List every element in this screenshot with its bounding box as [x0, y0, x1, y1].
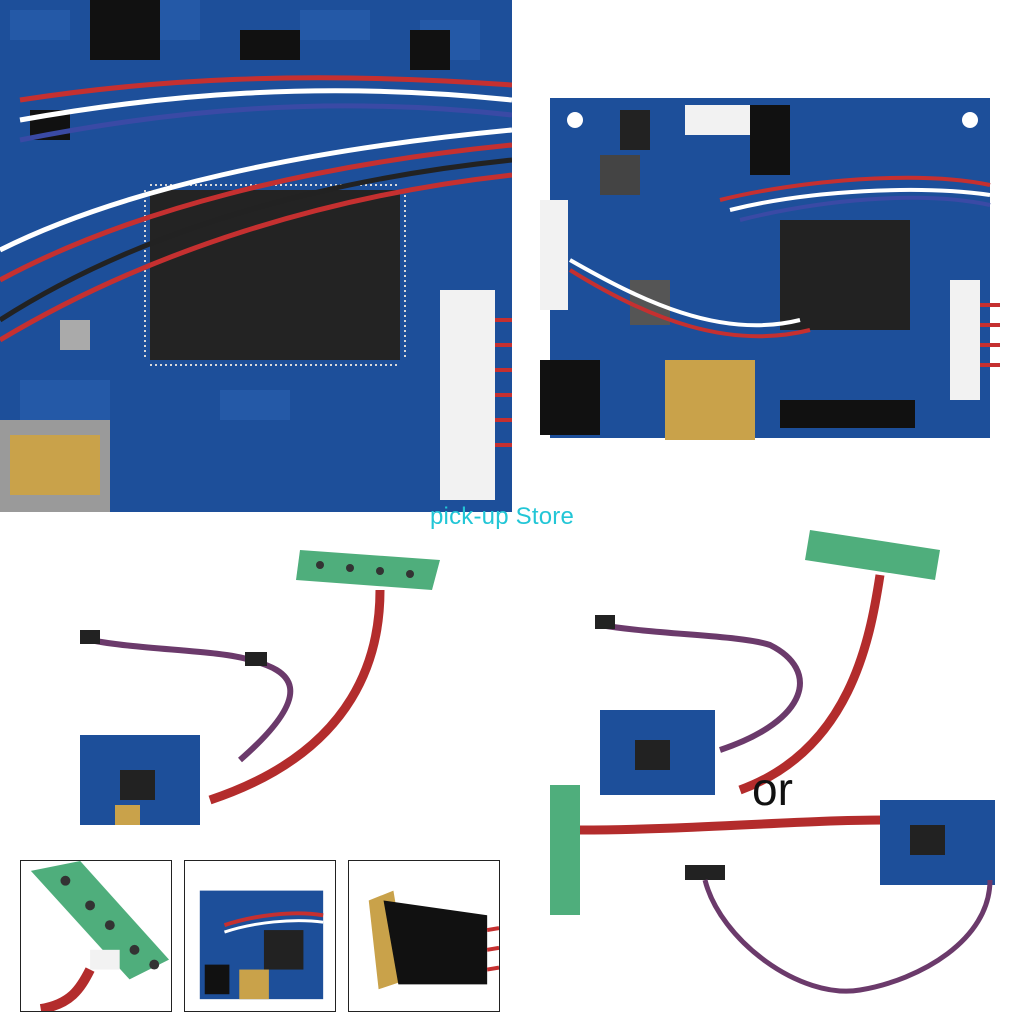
thumbnail-cable[interactable] [348, 860, 500, 1012]
kit-photo-right [540, 520, 1010, 1010]
keypad-board-icon [30, 861, 170, 1011]
controller-board-photo [540, 90, 1000, 440]
thumbnail-board[interactable] [184, 860, 336, 1012]
kit-photo-left [60, 530, 460, 840]
closeup-board-photo [0, 0, 512, 512]
lvds-cable-icon [368, 890, 499, 990]
pcb-board-icon [199, 890, 324, 1000]
ribbon-cable-icon [80, 550, 440, 825]
or-label: or [752, 763, 793, 815]
lvds-cable-icon [550, 530, 995, 994]
thumbnail-keypad[interactable] [20, 860, 172, 1012]
pcb-board-icon [540, 98, 1000, 440]
pcb-board-icon [0, 0, 512, 512]
store-watermark: pick-up Store [430, 503, 574, 530]
